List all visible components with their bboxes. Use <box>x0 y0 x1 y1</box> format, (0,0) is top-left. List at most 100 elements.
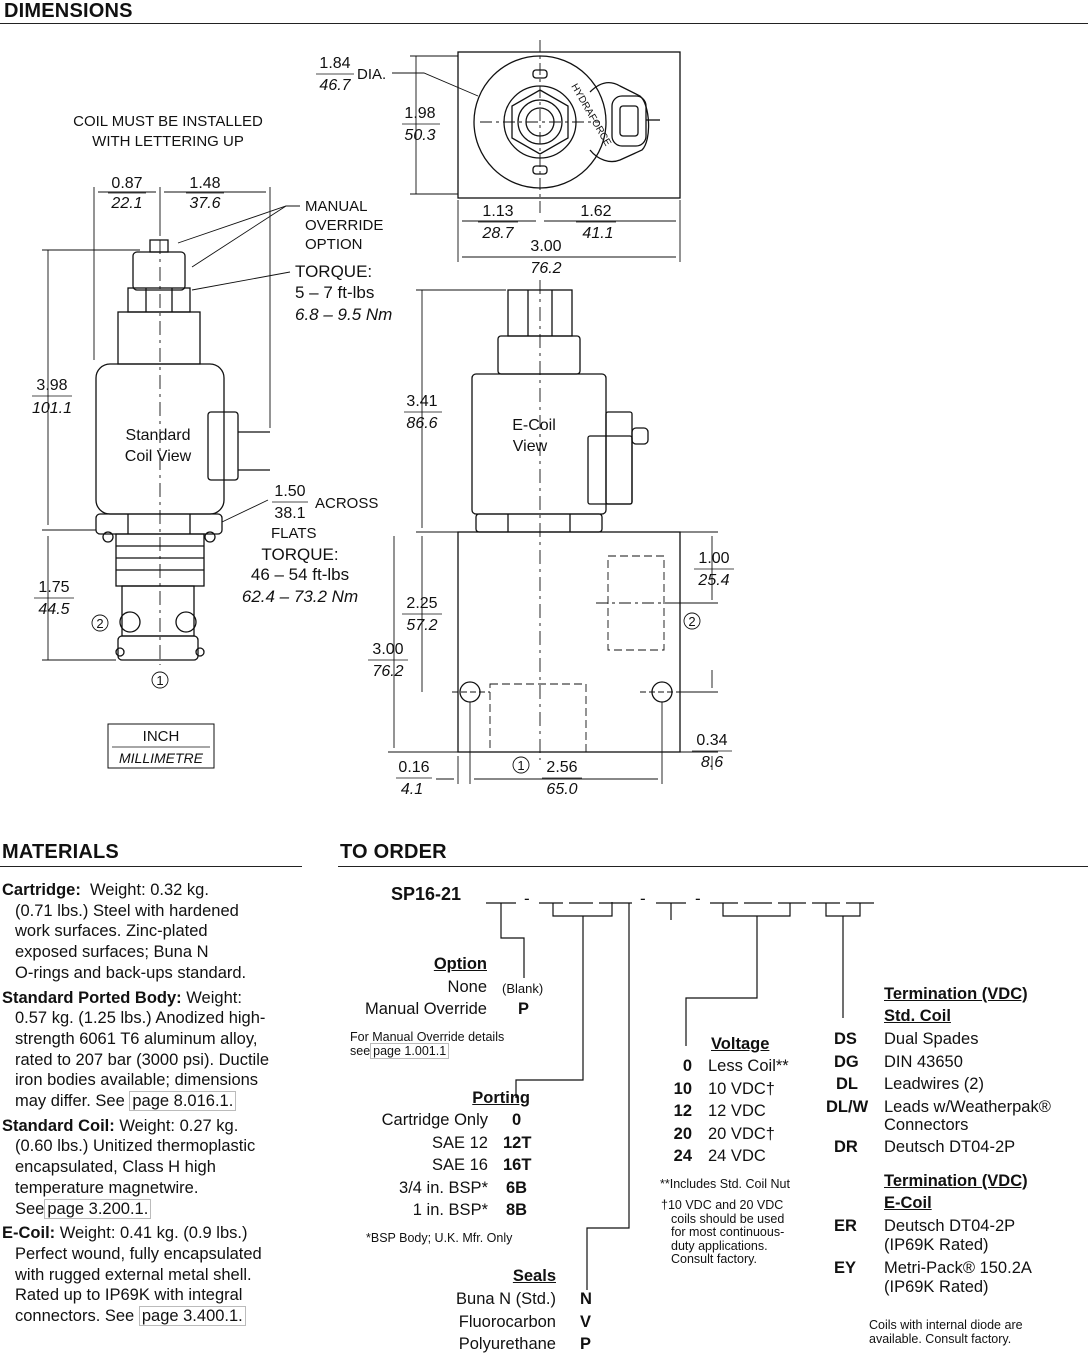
svg-text:MILLIMETRE: MILLIMETRE <box>119 750 204 766</box>
svg-text:-: - <box>640 890 646 908</box>
svg-text:57.2: 57.2 <box>406 617 437 634</box>
svg-text:76.2: 76.2 <box>530 260 561 277</box>
coil-note-line2: WITH LETTERING UP <box>92 133 244 150</box>
voltage-note-1: **Includes Std. Coil Nut <box>660 1177 790 1191</box>
svg-text:1.50: 1.50 <box>274 483 305 500</box>
dimensions-heading: DIMENSIONS <box>4 0 133 22</box>
svg-text:4.1: 4.1 <box>401 781 423 798</box>
termination-std-heading: Termination (VDC) Std. Coil <box>884 985 1028 1025</box>
ecoil-page-link[interactable]: page 3.400.1. <box>138 1306 246 1327</box>
svg-text:-: - <box>695 890 701 908</box>
porting-item: 1 in. BSP*8B <box>412 1201 528 1219</box>
body-page-link[interactable]: page 8.016.1. <box>129 1091 237 1112</box>
coil-note-line1: COIL MUST BE INSTALLED <box>73 113 263 130</box>
port-1-right: 1 <box>517 758 524 773</box>
svg-text:44.5: 44.5 <box>38 601 69 618</box>
svg-text:1.48: 1.48 <box>189 175 220 192</box>
order-code-diagram: - - - <box>486 890 874 1290</box>
manual-override-page-link[interactable]: page 1.001.1 <box>370 1043 450 1059</box>
svg-text:OVERRIDE: OVERRIDE <box>305 217 383 234</box>
svg-text:0.34: 0.34 <box>696 732 727 749</box>
voltage-note-2: †10 VDC and 20 VDC coils should be used … <box>661 1198 785 1266</box>
to-order-heading: TO ORDER <box>340 841 447 863</box>
svg-text:62.4 – 73.2 Nm: 62.4 – 73.2 Nm <box>242 587 358 606</box>
svg-text:101.1: 101.1 <box>32 400 72 417</box>
model-code: SP16-21 <box>391 884 462 904</box>
svg-text:0.16: 0.16 <box>398 759 429 776</box>
diode-note: Coils with internal diode are available.… <box>869 1318 1023 1346</box>
svg-text:1.62: 1.62 <box>580 203 611 220</box>
svg-text:86.6: 86.6 <box>406 415 437 432</box>
option-item-none: None (Blank) <box>447 978 544 996</box>
svg-text:38.1: 38.1 <box>274 505 305 522</box>
svg-text:0.87: 0.87 <box>111 175 142 192</box>
seals-heading: Seals <box>512 1267 556 1285</box>
svg-text:3.00: 3.00 <box>530 238 561 255</box>
svg-text:3.00: 3.00 <box>372 641 403 658</box>
svg-text:6.8 – 9.5 Nm: 6.8 – 9.5 Nm <box>295 305 392 324</box>
materials-list: Cartridge: Weight: 0.32 kg. (0.71 lbs.) … <box>2 880 307 1327</box>
svg-text:37.6: 37.6 <box>189 195 220 212</box>
svg-text:46 – 54 ft-lbs: 46 – 54 ft-lbs <box>251 565 349 584</box>
legend-box <box>107 723 215 769</box>
svg-text:-: - <box>524 890 530 908</box>
svg-text:65.0: 65.0 <box>546 781 577 798</box>
dimension-drawing: COIL MUST BE INSTALLED WITH LETTERING UP… <box>32 40 734 798</box>
svg-text:1.13: 1.13 <box>482 203 513 220</box>
svg-text:TORQUE:: TORQUE: <box>295 262 372 281</box>
svg-text:8.6: 8.6 <box>701 754 723 771</box>
ecoil-view-line1: E-Coil <box>512 417 556 434</box>
svg-text:25.4: 25.4 <box>697 572 729 589</box>
svg-text:22.1: 22.1 <box>110 195 142 212</box>
svg-text:1.84: 1.84 <box>319 55 350 72</box>
port-2-left: 2 <box>96 616 103 631</box>
option-section: Option <box>433 955 487 973</box>
porting-heading: Porting <box>472 1089 530 1107</box>
material-body: Standard Ported Body: Weight: 0.57 kg. (… <box>2 988 270 1112</box>
svg-text:46.7: 46.7 <box>319 77 351 94</box>
material-coil: Standard Coil: Weight: 0.27 kg. (0.60 lb… <box>2 1116 256 1219</box>
svg-text:FLATS: FLATS <box>271 525 317 542</box>
svg-text:2.25: 2.25 <box>406 595 437 612</box>
material-ecoil: E-Coil: Weight: 0.41 kg. (0.9 lbs.) Perf… <box>2 1224 262 1327</box>
porting-item: 3/4 in. BSP*6B <box>399 1178 528 1197</box>
std-coil-view-line2: Coil View <box>125 448 192 465</box>
materials-heading: MATERIALS <box>2 841 119 863</box>
svg-text:1.98: 1.98 <box>404 105 435 122</box>
coil-page-link[interactable]: page 3.200.1. <box>44 1198 152 1219</box>
seal-item: Buna N (Std.)N <box>456 1290 592 1308</box>
std-coil-view-line1: Standard <box>126 427 191 444</box>
to-order-rule <box>338 866 1088 867</box>
svg-text:1.75: 1.75 <box>38 579 69 596</box>
svg-text:76.2: 76.2 <box>372 663 403 680</box>
svg-text:1.00: 1.00 <box>698 550 729 567</box>
svg-text:DIA.: DIA. <box>357 66 386 83</box>
material-cartridge: Cartridge: Weight: 0.32 kg. (0.71 lbs.) … <box>2 881 247 982</box>
svg-text:OPTION: OPTION <box>305 236 363 253</box>
option-item-manual-override: Manual Override P <box>365 1000 530 1018</box>
heading-rule <box>0 23 1088 24</box>
svg-text:28.7: 28.7 <box>481 225 514 242</box>
svg-text:INCH: INCH <box>143 728 180 745</box>
svg-text:50.3: 50.3 <box>404 127 435 144</box>
top-view <box>457 40 681 216</box>
svg-text:ACROSS: ACROSS <box>315 495 378 512</box>
svg-text:MANUAL: MANUAL <box>305 198 368 215</box>
porting-note: *BSP Body; U.K. Mfr. Only <box>366 1231 513 1245</box>
port-2-right: 2 <box>688 614 695 629</box>
